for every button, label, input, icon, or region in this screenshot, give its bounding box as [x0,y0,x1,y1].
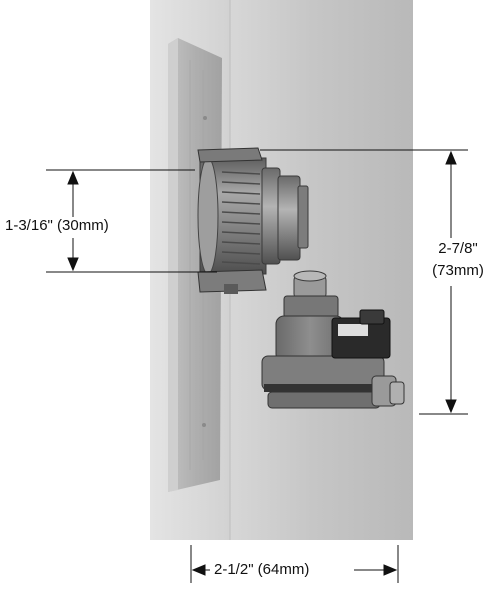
valve-body [261,270,405,409]
bottom-width-label: 2-1/2" (64mm) [210,561,314,579]
lock-nuts [261,167,309,265]
dimension-lines [46,149,468,583]
screw-hole [203,116,207,120]
solenoid-coil [331,309,391,359]
threaded-housing [197,147,267,294]
right-height-label-inches: 2-7/8" [428,240,488,258]
right-height-label-mm: (73mm) [427,262,489,280]
screw-hole [202,423,206,427]
left-height-label: 1-3/16" (30mm) [4,217,110,235]
